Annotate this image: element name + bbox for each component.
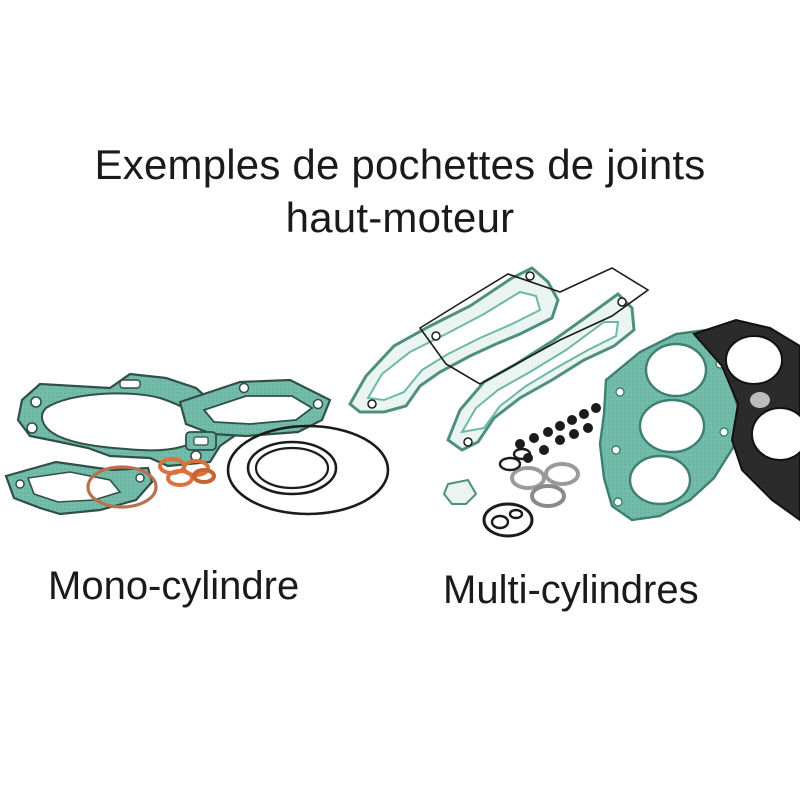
mono-cylinder-caption: Mono-cylindre — [48, 564, 300, 608]
valve-cover-gasket-2 — [446, 292, 636, 452]
multi-cylinder-caption: Multi-cylindres — [443, 568, 699, 612]
valve-stem-seals — [515, 403, 601, 463]
mono-cylinder-base-gasket — [178, 378, 332, 438]
small-green-gasket — [442, 478, 478, 505]
orange-o-rings — [158, 457, 216, 487]
black-piston-rings — [226, 424, 390, 516]
mono-cylinder-kit — [4, 372, 390, 516]
valve-cover-gasket-1 — [348, 266, 560, 414]
multi-head-gasket-dark — [692, 318, 800, 522]
multi-head-gasket-green — [598, 328, 742, 522]
mono-lower-gasket — [4, 460, 154, 516]
copper-ring — [86, 465, 158, 509]
cam-cover-outline — [418, 267, 650, 385]
multi-cylinder-kit — [348, 266, 800, 538]
page-title-line-1: Exemples de pochettes de joints — [94, 141, 706, 188]
metal-rings — [498, 447, 580, 508]
black-ring-cluster — [482, 502, 534, 538]
page-title-line-2: haut-moteur — [285, 194, 515, 241]
